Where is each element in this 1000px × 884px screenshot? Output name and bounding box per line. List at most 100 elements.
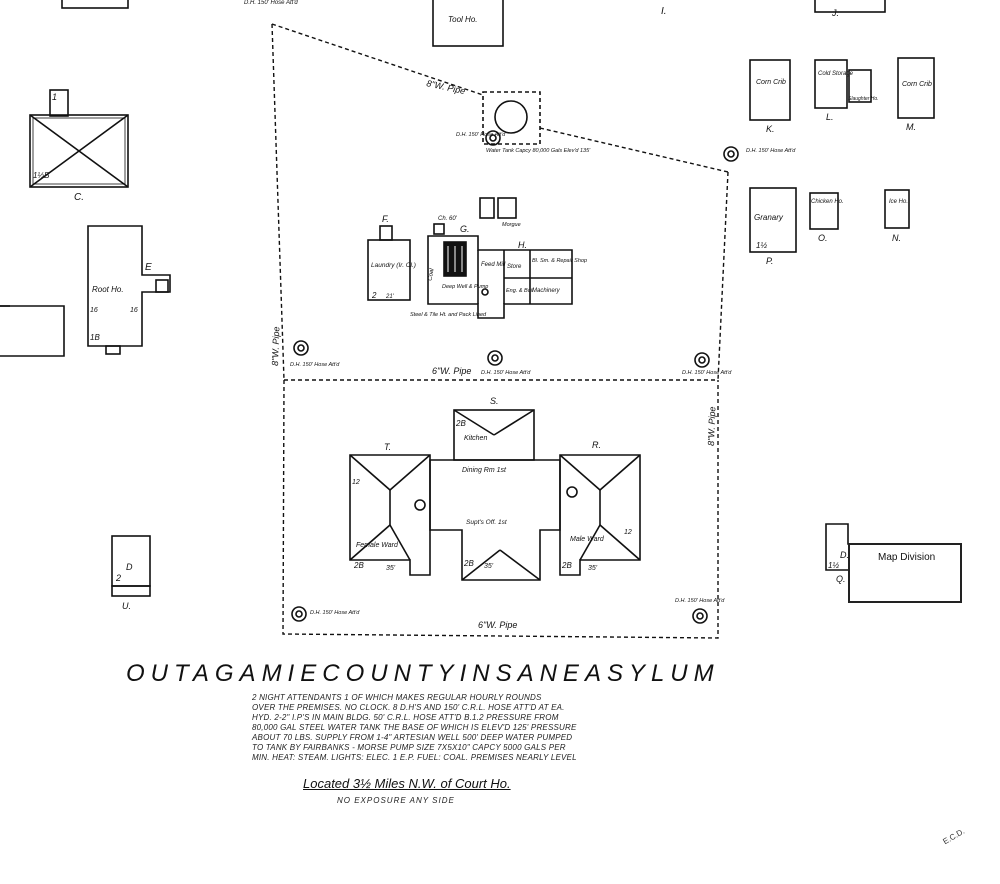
title-word: COUNTY xyxy=(322,660,460,687)
floor-mark: 2B xyxy=(463,559,474,568)
letter-j: J. xyxy=(831,8,839,18)
notes-line: Hyd. 2-2" I.P's in Main Bldg. 50' C.R.L.… xyxy=(252,713,559,722)
morgue-label: Morgue xyxy=(502,222,521,228)
building-corn-crib-m xyxy=(897,57,935,119)
blacksmith-label: Bl. Sm. & Repair Shop xyxy=(532,258,587,264)
building-laundry xyxy=(367,225,411,301)
title-word: INSANE xyxy=(459,660,585,687)
notes-line: 80,000 Gal Steel Water Tank the base of … xyxy=(252,723,577,732)
letter-g: G. xyxy=(460,224,470,234)
building-tool-ho xyxy=(432,0,504,47)
floor-mark: 21' xyxy=(385,294,395,300)
notes-line: 2 Night Attendants 1 of which makes regu… xyxy=(252,693,542,702)
hydrants xyxy=(291,130,739,624)
letter-o: O. xyxy=(818,233,828,243)
letter-d: D xyxy=(126,562,133,572)
pipe-label: 6"W. Pipe xyxy=(478,620,517,630)
pipe-label: 8"W. Pipe xyxy=(426,78,467,96)
kitchen-label: Kitchen xyxy=(464,435,487,442)
chicken-ho-label: Chicken Ho. xyxy=(811,199,844,205)
cold-storage-label: Cold Storage xyxy=(818,71,854,77)
building-left-fragment xyxy=(0,305,65,357)
store-label: Store xyxy=(507,264,522,270)
floor-mark: 35' xyxy=(386,565,396,572)
building-granary xyxy=(749,187,797,253)
floor-mark: 1½ xyxy=(756,241,767,250)
building-corn-crib-k xyxy=(749,59,791,121)
floor-mark: 16 xyxy=(90,307,98,314)
letter-d: D. xyxy=(840,550,849,560)
male-ward-label: Male Ward xyxy=(570,536,605,543)
map-title: OUTAGAMIE COUNTY INSANE ASYLUM xyxy=(126,660,716,688)
slaughter-ho-label: Slaughter Ho. xyxy=(848,96,879,102)
notes-line: about 70 lbs. Supply from 1-4" Artesian … xyxy=(252,733,573,742)
map-division-stamp: Map Division xyxy=(848,543,962,603)
floor-mark: 2B xyxy=(353,561,364,570)
water-tank-label: Water Tank Capcy 80,000 Gals Elev'd 135' xyxy=(486,148,591,154)
letter-s: S. xyxy=(490,396,499,406)
letter-f: F. xyxy=(382,214,389,224)
female-ward-label: Female Ward xyxy=(356,542,399,549)
letter-k: K. xyxy=(766,124,775,134)
dining-label: Dining Rm 1st xyxy=(462,467,507,474)
machinery-label: Machinery xyxy=(532,288,561,294)
building-root-ho xyxy=(87,225,171,355)
location-note: Located 3½ Miles N.W. of Court Ho. xyxy=(303,776,511,791)
building-ice-ho xyxy=(884,189,910,229)
title-word: ASYLUM xyxy=(584,660,720,687)
pipe-label: 8"W. Pipe xyxy=(706,406,717,446)
ice-ho-label: Ice Ho. xyxy=(889,199,908,205)
stack-label: Steel & Tile Ht. and Pack Lined xyxy=(410,312,487,318)
pipe-label: 6"W. Pipe xyxy=(432,366,471,376)
floor-mark: 16 xyxy=(130,307,138,314)
laundry-label: Laundry (Ir. Cl.) xyxy=(371,262,416,269)
letter-i: I. xyxy=(661,6,667,17)
exposure-note: No Exposure Any Side xyxy=(337,796,455,805)
building-cold-storage xyxy=(814,59,848,109)
hydrant-label: D.H. 150' Hose Att'd xyxy=(310,610,360,616)
hydrant-label: D.H. 150' Hose Att'd xyxy=(675,598,725,604)
building-u xyxy=(111,535,151,597)
floor-mark: 1½ xyxy=(828,561,839,570)
letter-c: C. xyxy=(74,192,84,203)
building-morgue xyxy=(497,197,517,219)
letter-l: L. xyxy=(826,112,834,122)
coal-label: Coal xyxy=(428,267,436,281)
hydrant-label: D.H. 150' Hose Att'd xyxy=(746,148,796,154)
floor-mark: 1B xyxy=(90,333,100,342)
letter-m: M. xyxy=(906,122,916,132)
floor-mark: 12 xyxy=(624,529,632,536)
corn-crib-label: Corn Crib xyxy=(902,81,932,88)
hydrant-label: D.H. 150' Hose Att'd xyxy=(456,132,506,138)
building-j xyxy=(814,0,886,13)
letter-n: N. xyxy=(892,233,901,243)
letter-t: T. xyxy=(384,442,391,452)
floor-mark: 35' xyxy=(484,563,494,570)
floor-mark: 2 xyxy=(371,291,377,300)
hydrant-label: D.H. 150' Hose Att'd xyxy=(290,362,340,368)
letter-q: Q. xyxy=(836,574,846,584)
stamp-text: Map Division xyxy=(878,552,936,563)
supts-office-label: Supt's Off. 1st xyxy=(466,519,508,526)
letter-e: E xyxy=(145,262,152,273)
building-c xyxy=(29,89,129,188)
building-main-asylum xyxy=(349,409,641,581)
building-power-complex xyxy=(427,223,573,319)
water-tank xyxy=(482,91,541,145)
building-top-left-fragment xyxy=(61,0,129,9)
title-word: OUTAGAMIE xyxy=(126,660,323,687)
letter-u: U. xyxy=(122,601,131,611)
fire-protection-notes: 2 Night Attendants 1 of which makes regu… xyxy=(252,693,612,763)
corn-crib-label: Corn Crib xyxy=(756,79,786,86)
hydrant-label: D.H. 150' Hose Att'd xyxy=(682,370,732,376)
hydrant-label: D.H. 150' Hose Att'd xyxy=(481,370,531,376)
notes-line: to tank by Fairbanks - Morse Pump Size 7… xyxy=(252,743,566,752)
letter-p: P. xyxy=(766,256,773,266)
notes-line: over the premises. No Clock. 8 D.H's and… xyxy=(252,703,565,712)
notes-line: Min. Heat: Steam. Lights: Elec. 1 E.P. F… xyxy=(252,753,577,762)
feed-mill-label: Feed Mill xyxy=(481,262,506,268)
floor-mark: 2 xyxy=(115,573,121,583)
floor-mark: 12 xyxy=(352,479,360,486)
floor-mark: 1½B xyxy=(33,171,50,180)
engine-label: Eng. & Boil xyxy=(506,288,534,294)
